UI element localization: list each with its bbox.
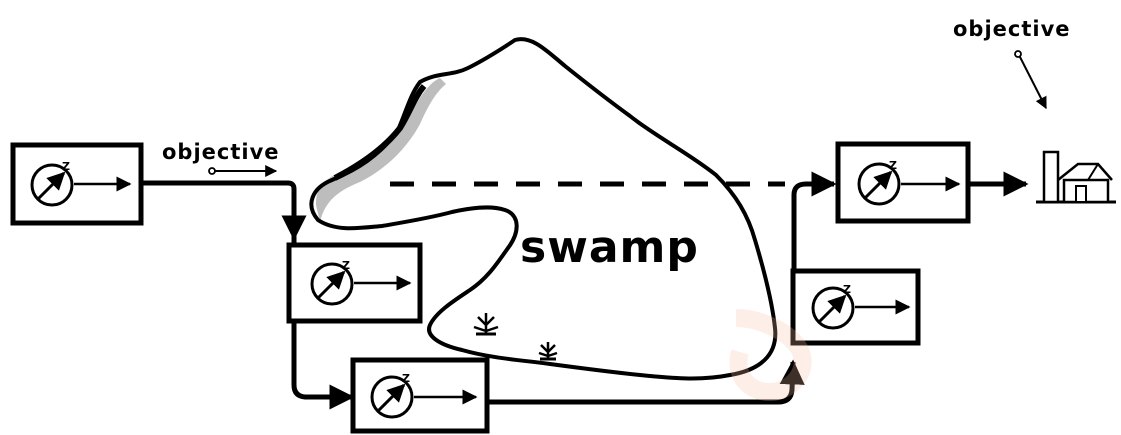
swamp-label: swamp xyxy=(520,222,699,273)
watermark-mark xyxy=(729,309,812,402)
swamp-shore-dark xyxy=(333,84,427,181)
swamp-outline xyxy=(309,37,778,381)
bearing-box-2 xyxy=(286,242,423,324)
objective-label-left: objective xyxy=(162,140,280,164)
bearing-box-start xyxy=(10,142,144,226)
plant-icon xyxy=(473,313,499,336)
bearing-box-3 xyxy=(350,357,490,434)
detour-path-bottom xyxy=(488,359,805,405)
bearing-box-4 xyxy=(790,268,921,346)
objective-pointer-right xyxy=(1014,50,1047,110)
swamp-area xyxy=(309,37,778,381)
bearing-box-end xyxy=(835,141,971,224)
objective-label-right: objective xyxy=(953,17,1071,41)
house-icon xyxy=(1036,150,1116,204)
objective-arrow-left xyxy=(208,165,278,177)
plant-icon xyxy=(538,342,558,361)
detour-path-return xyxy=(791,171,837,270)
